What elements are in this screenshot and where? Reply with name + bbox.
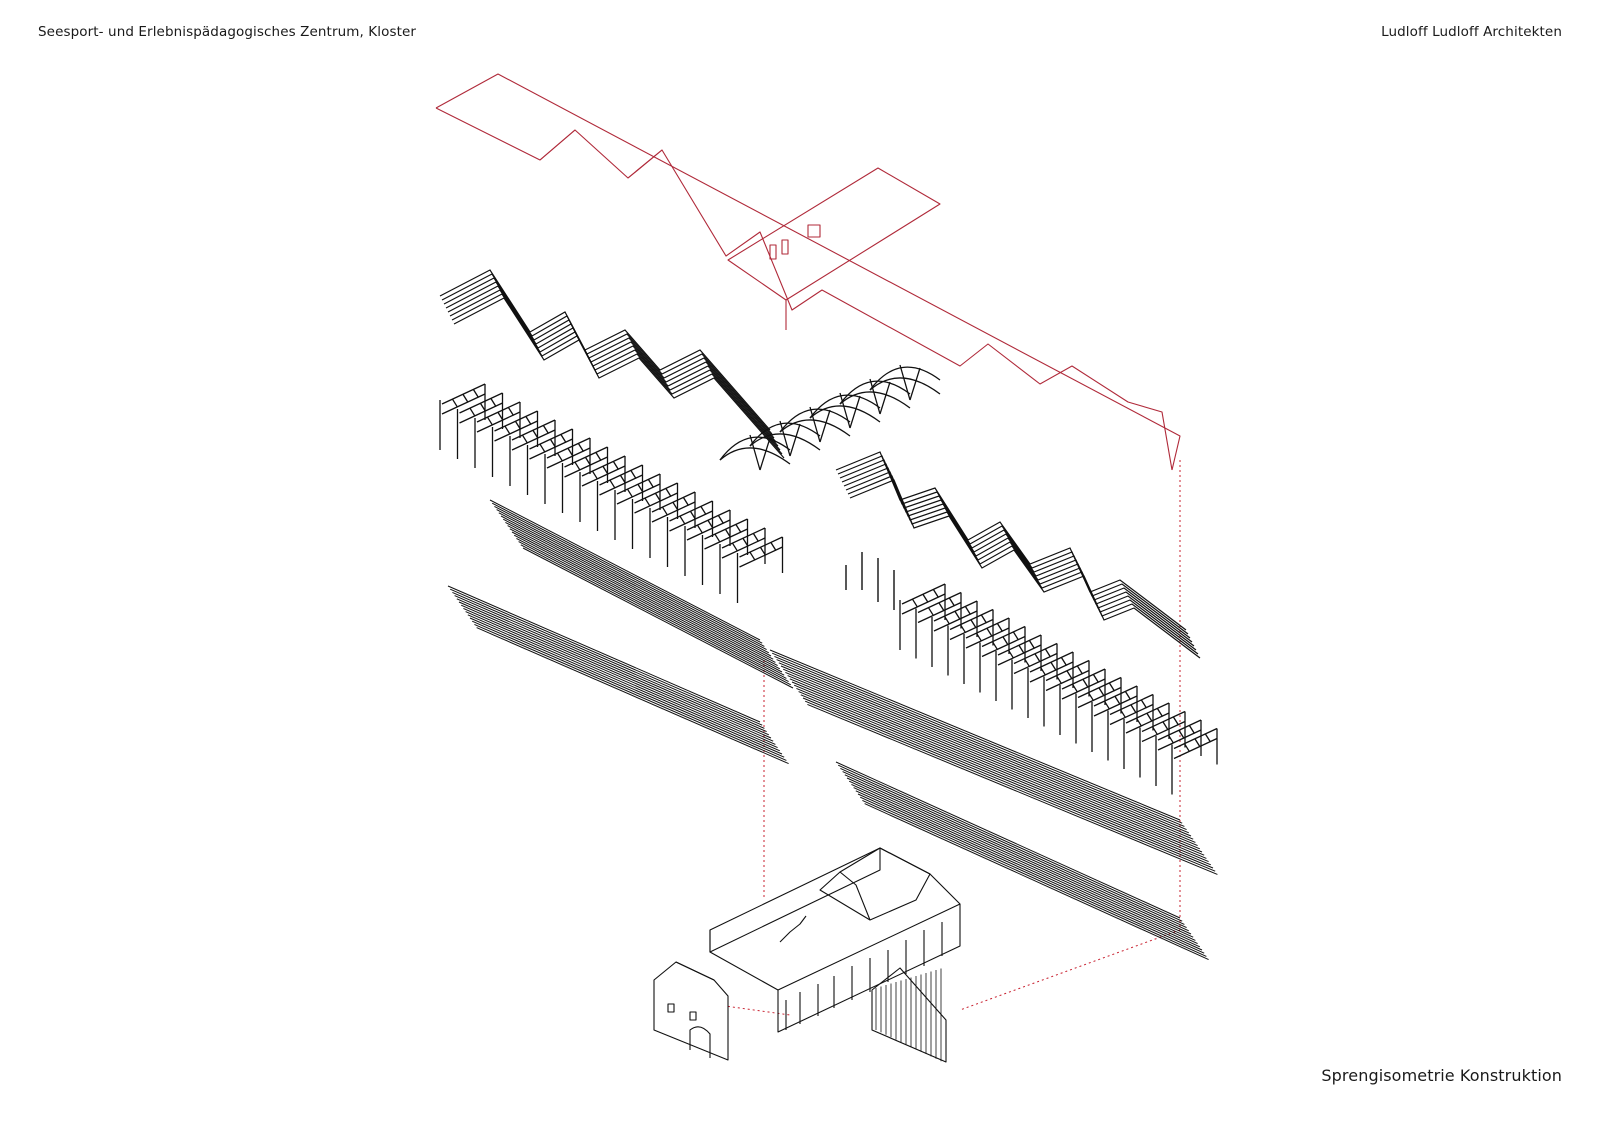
truss-layer bbox=[439, 364, 1218, 795]
office-name: Ludloff Ludloff Architekten bbox=[1381, 24, 1562, 40]
roof-skin-layer bbox=[435, 73, 1181, 471]
existing-barn-layer bbox=[653, 847, 961, 1063]
loose-posts bbox=[845, 552, 895, 610]
project-title: Seesport- und Erlebnispädagogisches Zent… bbox=[38, 24, 417, 40]
rafter-layer bbox=[439, 269, 1201, 659]
drawing-caption: Sprengisometrie Konstruktion bbox=[1321, 1066, 1562, 1085]
floor-board-layer bbox=[447, 499, 1218, 961]
